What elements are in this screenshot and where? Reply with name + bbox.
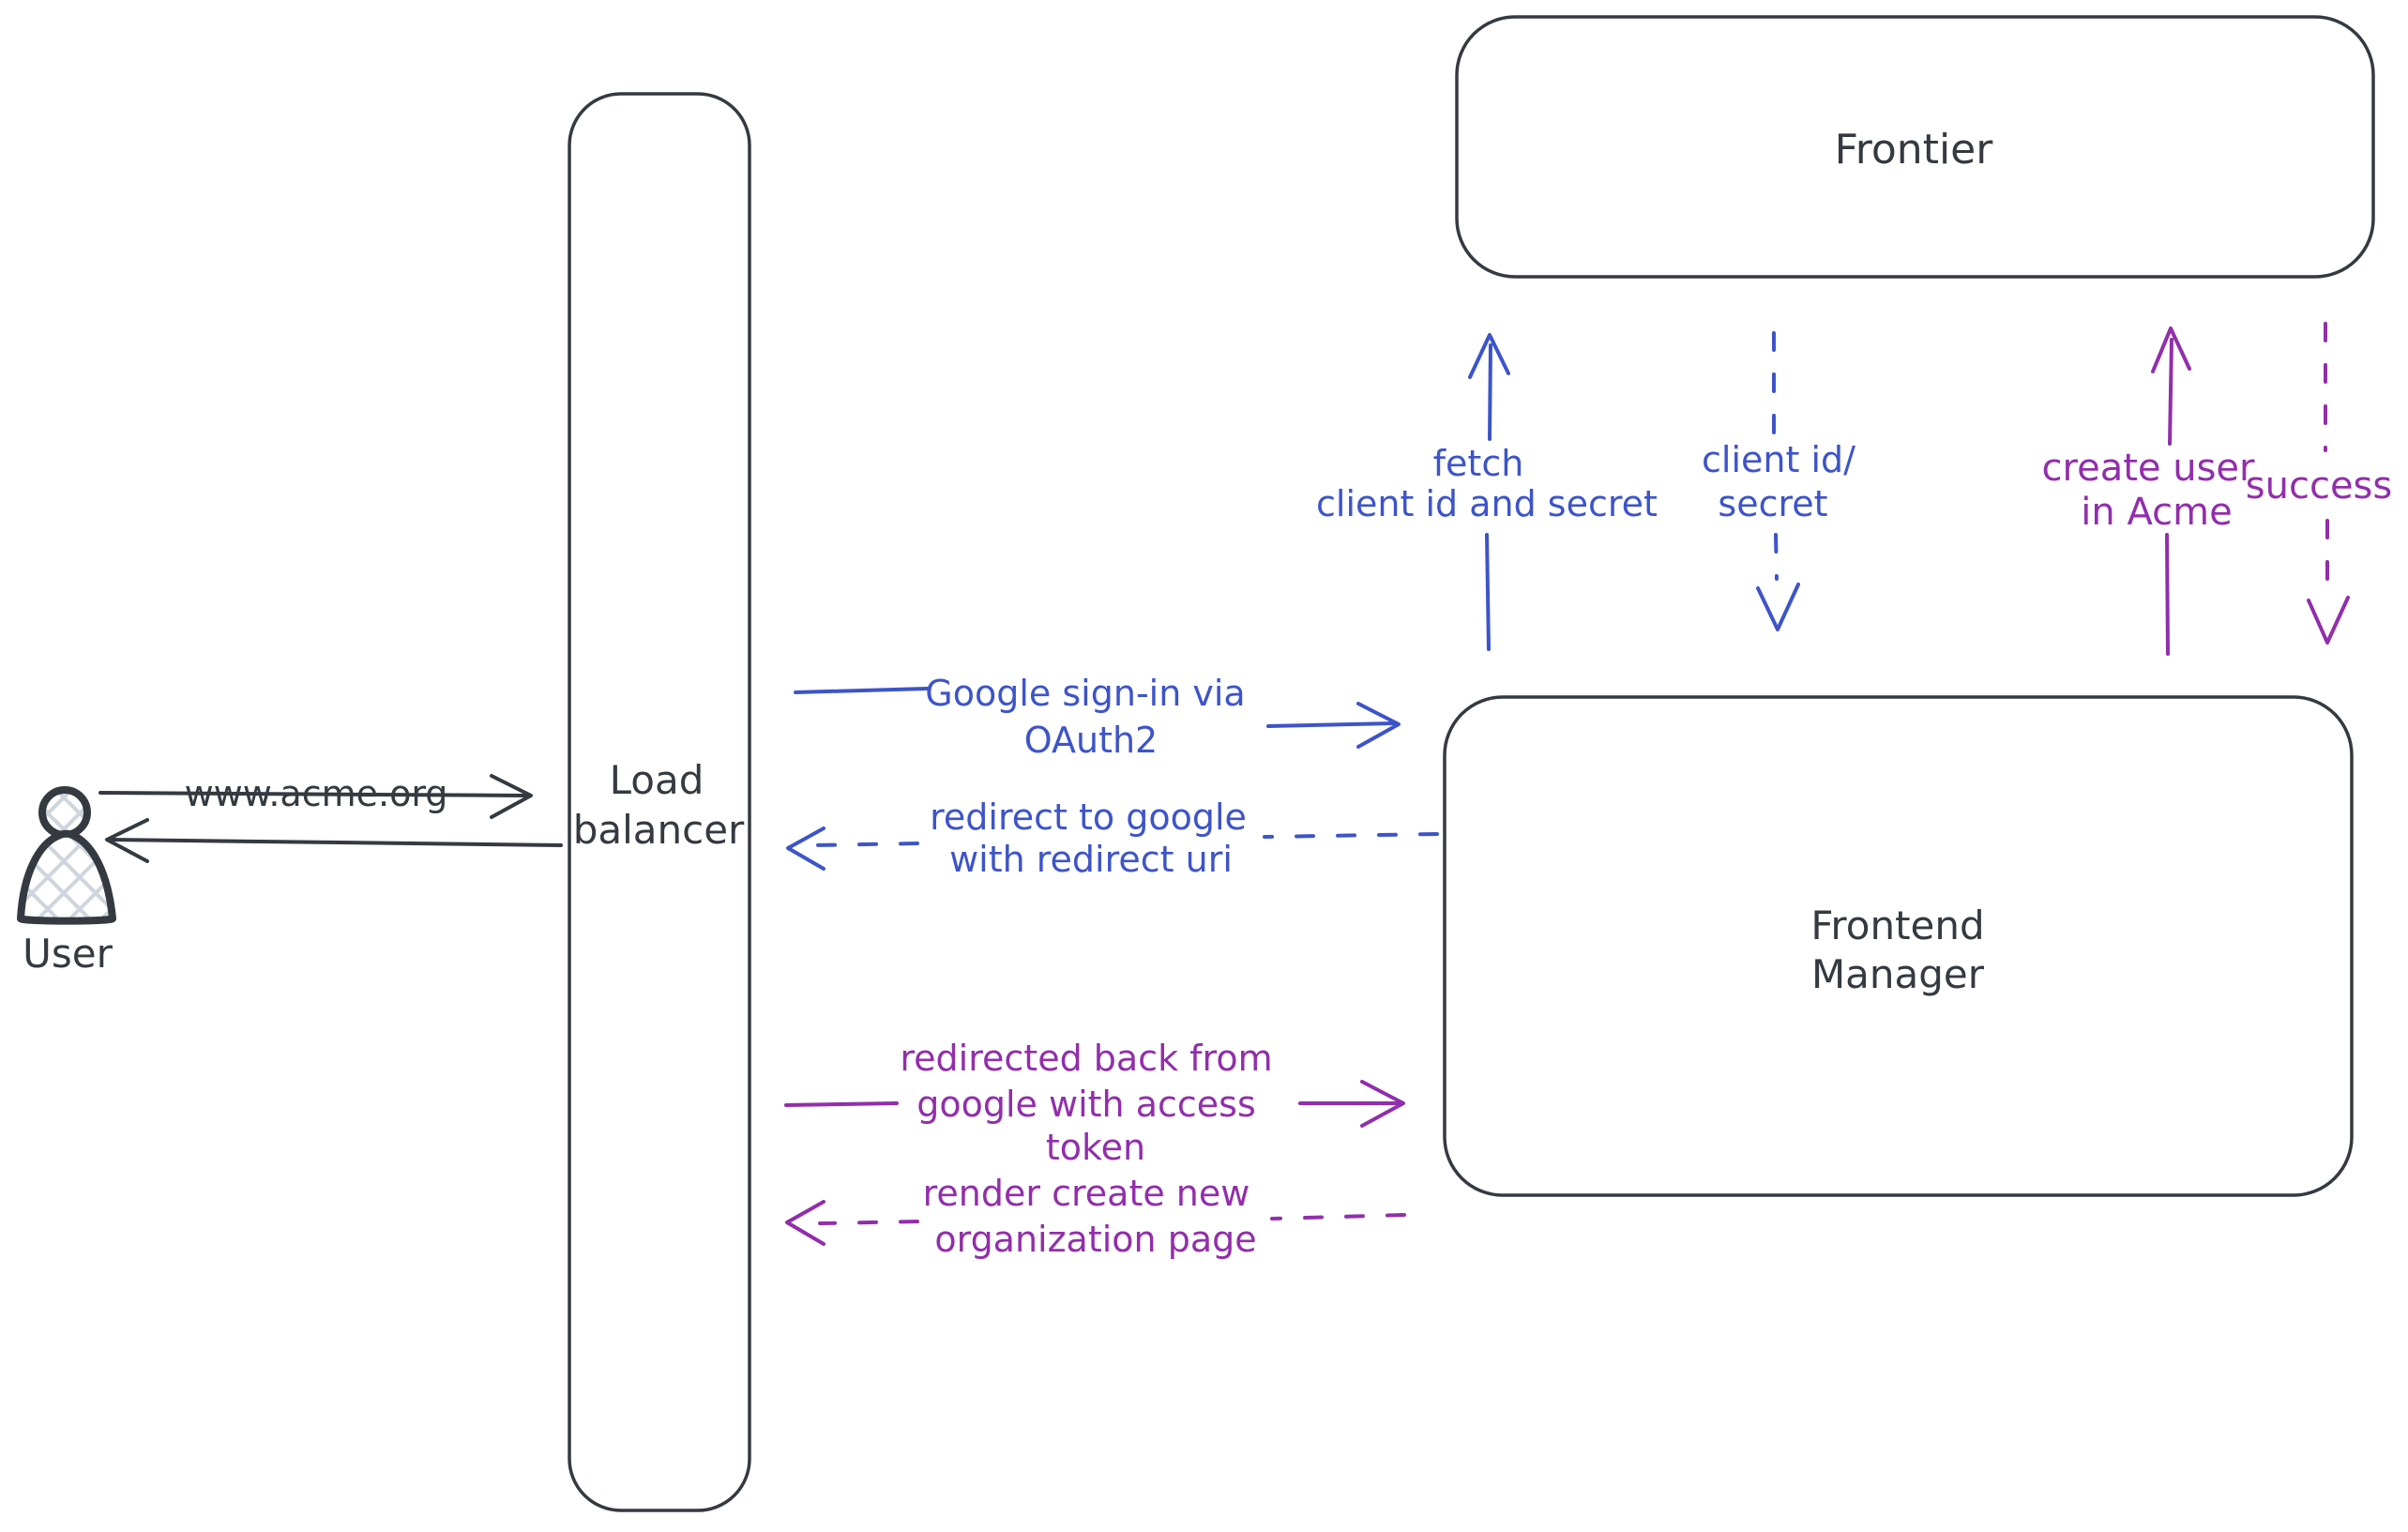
edge-www-acme bbox=[98, 774, 533, 819]
edge-google-signin-line-left bbox=[794, 687, 929, 694]
edge-create-user-line-lower bbox=[2165, 533, 2170, 656]
edge-create-user-label-line1: create user bbox=[2042, 447, 2255, 490]
edge-google-signin-label-line1: Google sign-in via bbox=[925, 673, 1245, 714]
edge-www-acme-arrowhead bbox=[490, 774, 533, 819]
dark-labels: User Load balancer Frontier Frontend Man… bbox=[23, 126, 1993, 997]
edge-fetch-label-line2: client id and secret bbox=[1316, 483, 1658, 524]
edge-client-id-label-line2: secret bbox=[1718, 483, 1827, 524]
edge-google-signin-label-line2: OAuth2 bbox=[1024, 720, 1158, 761]
load-balancer-label-line1: Load bbox=[610, 757, 704, 803]
edge-success-arrowhead bbox=[2307, 596, 2350, 645]
edge-google-signin bbox=[794, 687, 1401, 749]
edge-redirect-label-line1: redirect to google bbox=[930, 796, 1247, 838]
edge-fetch-client-secret bbox=[1468, 333, 1510, 651]
edge-create-user-label-line2: in Acme bbox=[2081, 491, 2232, 534]
frontend-manager-label-line2: Manager bbox=[1811, 951, 1985, 997]
blue-edges bbox=[786, 331, 1800, 871]
node-frontend-manager bbox=[1443, 695, 2354, 1197]
edge-render-org-label-line1: render create new bbox=[923, 1173, 1250, 1214]
edge-google-signin-arrowhead bbox=[1356, 702, 1401, 749]
user-body-icon bbox=[16, 829, 117, 925]
edge-redirect-label-line2: with redirect uri bbox=[949, 839, 1233, 880]
edge-render-org-line-left bbox=[818, 1220, 919, 1225]
edge-www-acme-label: www.acme.org bbox=[185, 773, 448, 814]
edge-response-arrowhead bbox=[105, 818, 149, 863]
edge-create-user-arrowhead bbox=[2151, 326, 2191, 373]
load-balancer-label-line2: balancer bbox=[573, 807, 745, 853]
edge-fetch-arrowhead bbox=[1468, 333, 1510, 379]
user-label: User bbox=[23, 931, 113, 977]
node-frontier bbox=[1455, 15, 2375, 279]
edge-client-id-arrowhead bbox=[1756, 583, 1800, 631]
node-load-balancer bbox=[568, 92, 751, 1512]
edge-render-org-label-line2: organization page bbox=[934, 1219, 1256, 1260]
purple-edges bbox=[784, 322, 2350, 1246]
edge-success bbox=[2307, 322, 2350, 645]
edge-client-id-label-line1: client id/ bbox=[1702, 439, 1855, 480]
edge-redirected-back-label-line2: google with access bbox=[916, 1084, 1256, 1125]
edge-fetch-label-line1: fetch bbox=[1433, 443, 1524, 484]
edge-success-label: success bbox=[2246, 464, 2392, 508]
edge-redirected-back-arrowhead bbox=[1360, 1080, 1405, 1128]
edge-response-to-user bbox=[105, 818, 563, 863]
edge-client-id-line-lower bbox=[1774, 533, 1779, 581]
frontier-label: Frontier bbox=[1835, 126, 1994, 174]
edge-redirected-back-label-line1: redirected back from bbox=[900, 1038, 1272, 1079]
frontend-manager-label-line1: Frontend bbox=[1810, 903, 1984, 948]
edge-render-org-page bbox=[785, 1200, 1406, 1246]
edge-redirect-line-left bbox=[810, 842, 919, 847]
edge-fetch-line-upper bbox=[1488, 343, 1492, 441]
edge-redirected-back-label-line3: token bbox=[1046, 1127, 1145, 1168]
edge-fetch-line-lower bbox=[1485, 533, 1491, 651]
edge-render-org-arrowhead bbox=[785, 1200, 825, 1246]
edge-redirect-arrowhead bbox=[786, 827, 825, 871]
edge-google-signin-line-right bbox=[1266, 721, 1396, 728]
edge-render-org-line-right bbox=[1270, 1213, 1406, 1221]
edge-redirect-line-right bbox=[1263, 832, 1439, 839]
edge-redirected-back bbox=[784, 1080, 1405, 1128]
edge-response-line bbox=[109, 838, 563, 847]
dark-shapes bbox=[16, 15, 2375, 1512]
purple-labels: redirected back from google with access … bbox=[900, 447, 2392, 1260]
edge-www-acme-line bbox=[98, 791, 527, 797]
edge-redirected-back-line-left bbox=[784, 1101, 899, 1107]
user-head-icon bbox=[38, 786, 91, 839]
user-figure bbox=[16, 786, 117, 925]
edge-client-id-secret bbox=[1756, 331, 1800, 631]
blue-labels: Google sign-in via OAuth2 redirect to go… bbox=[925, 439, 1855, 880]
edge-create-user-line-upper bbox=[2168, 338, 2173, 446]
edge-create-user bbox=[2151, 326, 2191, 656]
edge-redirect-to-google bbox=[786, 827, 1439, 871]
